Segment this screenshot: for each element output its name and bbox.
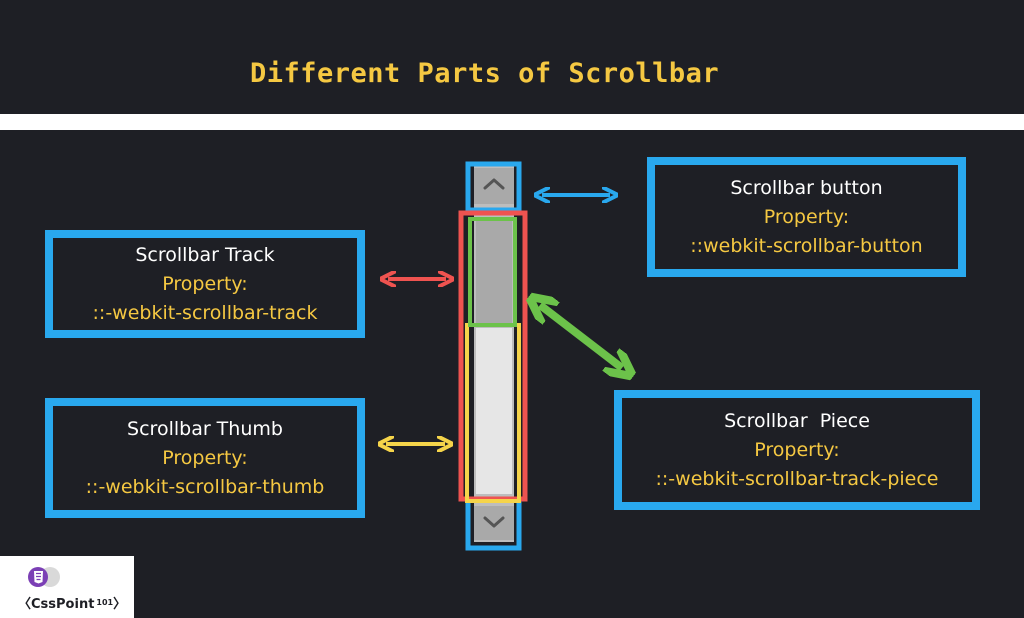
chevron-up-icon bbox=[483, 178, 505, 190]
callout-scrollbar-track: Scrollbar Track Property: ::-webkit-scro… bbox=[45, 230, 365, 338]
scrollbar-mock bbox=[474, 166, 514, 542]
property-label: Property: bbox=[162, 446, 248, 469]
callout-scrollbar-piece: Scrollbar Piece Property: ::-webkit-scro… bbox=[614, 390, 980, 510]
scrollbar-up-button bbox=[474, 168, 514, 204]
property-value: ::-webkit-scrollbar-track bbox=[92, 301, 318, 324]
logo-right-bracket: 〉 bbox=[113, 597, 127, 612]
piece-highlight bbox=[468, 217, 517, 327]
callout-title: Scrollbar Track bbox=[135, 243, 275, 266]
page-title: Different Parts of Scrollbar bbox=[250, 58, 720, 89]
logo-brand: CssPoint bbox=[31, 597, 95, 612]
property-label: Property: bbox=[754, 438, 840, 461]
property-label: Property: bbox=[763, 205, 850, 228]
scrollbar-track-piece-body bbox=[476, 328, 512, 494]
callout-title: Scrollbar button bbox=[730, 176, 883, 199]
scrollbar-thumb-body bbox=[476, 220, 512, 324]
logo-suffix: 101 bbox=[96, 598, 114, 607]
callout-scrollbar-button: Scrollbar button Property: ::webkit-scro… bbox=[647, 157, 966, 277]
header-bar: Different Parts of Scrollbar bbox=[0, 0, 1024, 114]
property-value: ::-webkit-scrollbar-track-piece bbox=[655, 467, 939, 490]
chevron-down-icon bbox=[483, 516, 505, 528]
callout-title: Scrollbar Piece bbox=[724, 409, 870, 432]
css3-logo-icon bbox=[28, 567, 60, 587]
scrollbar-down-button bbox=[474, 506, 514, 540]
callout-scrollbar-thumb: Scrollbar Thumb Property: ::-webkit-scro… bbox=[45, 398, 365, 518]
logo-left-bracket: 〈 bbox=[18, 597, 32, 612]
property-value: ::-webkit-scrollbar-thumb bbox=[85, 475, 325, 498]
property-value: ::webkit-scrollbar-button bbox=[690, 234, 923, 257]
callout-title: Scrollbar Thumb bbox=[127, 417, 283, 440]
piece-arrow bbox=[540, 305, 622, 368]
property-label: Property: bbox=[162, 272, 248, 295]
header-divider bbox=[0, 114, 1024, 130]
button-highlight-top bbox=[465, 161, 522, 213]
